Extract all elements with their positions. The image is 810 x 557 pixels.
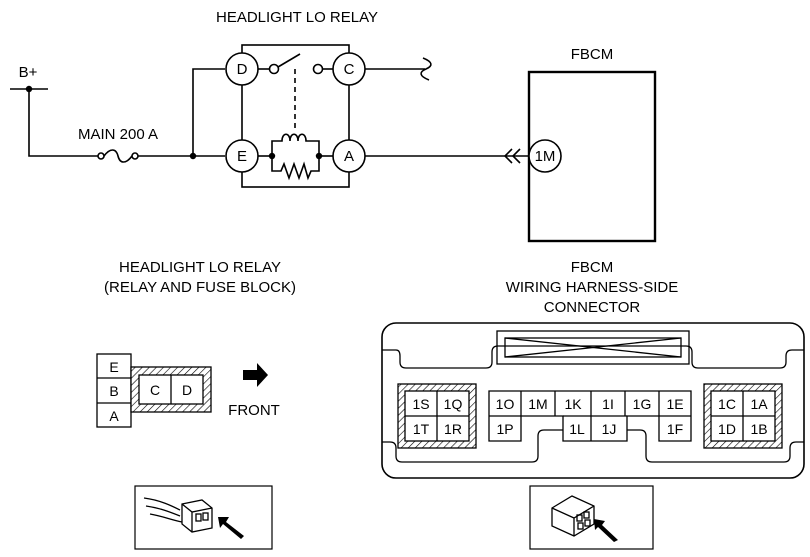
fbcm-pin-1d: 1D — [718, 421, 736, 437]
terminal-c-label: C — [344, 61, 355, 78]
fbcm-connector-pictogram — [529, 485, 654, 550]
terminal-a-label: A — [344, 148, 354, 165]
fbcm-pin-1i: 1I — [602, 396, 614, 412]
fbcm-pin-1t: 1T — [413, 421, 430, 437]
terminal-c: C — [332, 52, 366, 86]
fbcm-pin-1p: 1P — [496, 421, 513, 437]
front-arrow-icon — [243, 363, 268, 387]
fbcm-pin-1e: 1E — [666, 396, 683, 412]
relay-connector-pictogram — [134, 485, 273, 550]
terminal-d-label: D — [237, 61, 248, 78]
wire-battery-fuse — [28, 89, 98, 157]
switch-contact-left — [268, 63, 280, 75]
fbcm-pin-1q: 1Q — [444, 396, 463, 412]
terminal-d: D — [225, 52, 259, 86]
fbcm-pin-1r: 1R — [444, 421, 462, 437]
fbcm-pin-1j: 1J — [602, 421, 617, 437]
wire-break-symbol — [420, 57, 432, 81]
fbcm-pin-1a: 1A — [750, 396, 768, 412]
wire-junction-d — [192, 68, 225, 156]
fuse-terminal-right — [131, 152, 139, 160]
terminal-e-label: E — [237, 148, 247, 165]
circuit-diagram: HEADLIGHT LO RELAY B+ MAIN 200 A D C E — [10, 9, 657, 243]
fuse-symbol — [103, 149, 133, 163]
switch-blade — [277, 53, 301, 68]
fbcm-terminal — [528, 139, 562, 173]
fuse-label: MAIN 200 A — [78, 126, 158, 143]
fbcm-connector-title-2: WIRING HARNESS-SIDE — [506, 279, 679, 296]
relay-pin-a: A — [109, 408, 119, 424]
fbcm-pin-1g: 1G — [633, 396, 652, 412]
fbcm-terminal-label: 1M — [535, 148, 556, 165]
relay-pin-d: D — [182, 382, 192, 398]
fbcm-connector-title-3: CONNECTOR — [544, 299, 641, 316]
switch-contact-right — [312, 63, 324, 75]
fbcm-pin-1c: 1C — [718, 396, 736, 412]
relay-connector-title-1: HEADLIGHT LO RELAY — [119, 259, 281, 276]
fbcm-latch — [496, 330, 690, 365]
fbcm-pin-1l: 1L — [569, 421, 585, 437]
relay-connector-title-2: (RELAY AND FUSE BLOCK) — [104, 279, 296, 296]
fbcm-pin-1m: 1M — [528, 396, 547, 412]
insert-arrow-icon — [218, 517, 244, 539]
connector-symbol — [503, 148, 521, 164]
fbcm-inner-outline — [382, 345, 804, 369]
relay-pin-b: B — [109, 383, 118, 399]
fbcm-title: FBCM — [571, 46, 614, 63]
relay-pin-c: C — [150, 382, 160, 398]
front-label: FRONT — [228, 402, 280, 419]
relay-coil — [271, 133, 320, 156]
relay-pin-column — [96, 353, 132, 428]
fbcm-pin-1f: 1F — [667, 421, 683, 437]
terminal-e: E — [225, 139, 259, 173]
fuse-terminal-left — [97, 152, 105, 160]
relay-box — [241, 44, 350, 188]
fbcm-pin-1o: 1O — [496, 396, 515, 412]
relay-resistor — [271, 156, 320, 181]
fbcm-pin-1b: 1B — [750, 421, 767, 437]
fbcm-housing — [381, 322, 805, 479]
fbcm-insert-arrow-icon — [594, 519, 618, 542]
relay-pin-e: E — [109, 359, 118, 375]
fbcm-pin-1k: 1K — [564, 396, 582, 412]
fbcm-connector-title-1: FBCM — [571, 259, 614, 276]
battery-label: B+ — [19, 64, 38, 81]
fbcm-connector-view: FBCM WIRING HARNESS-SIDE CONNECTOR 1S 1Q… — [381, 259, 805, 550]
relay-title: HEADLIGHT LO RELAY — [216, 9, 378, 26]
terminal-a: A — [332, 139, 366, 173]
relay-connector-view: HEADLIGHT LO RELAY (RELAY AND FUSE BLOCK… — [96, 259, 296, 550]
fbcm-pin-1s: 1S — [412, 396, 429, 412]
